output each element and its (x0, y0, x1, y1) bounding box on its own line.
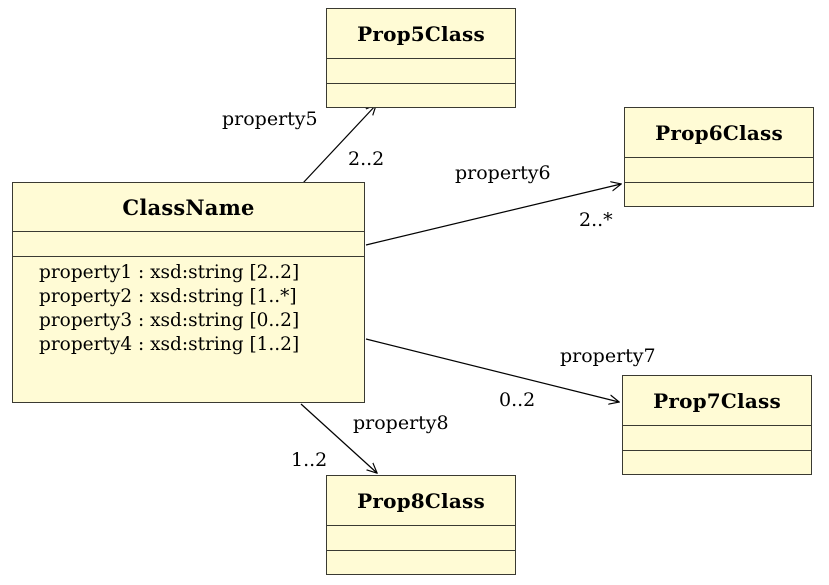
attribute-row: property4 : xsd:string [1..2] (39, 334, 300, 356)
uml-class-Prop8Class[interactable]: Prop8Class (326, 475, 516, 575)
attribute-row: property2 : xsd:string [1..*] (39, 286, 297, 308)
association-multiplicity-label-property8: 1..2 (291, 449, 328, 471)
uml-class-ClassName[interactable]: ClassName property1 : xsd:string [2..2] … (12, 182, 365, 403)
association-role-label-property8: property8 (353, 412, 449, 434)
class-name-Prop6Class: Prop6Class (625, 108, 813, 158)
class-name-Prop5Class: Prop5Class (327, 9, 515, 59)
attribute-list: property1 : xsd:string [2..2] property2 … (13, 257, 364, 357)
uml-class-Prop5Class[interactable]: Prop5Class (326, 8, 516, 108)
association-role-label-property7: property7 (560, 345, 656, 367)
association-role-label-property5: property5 (222, 108, 318, 130)
class-attributes-compartment-ClassName: property1 : xsd:string [2..2] property2 … (13, 257, 364, 402)
class-attributes-compartment-Prop8Class (327, 526, 515, 551)
class-attributes-compartment-Prop6Class (625, 158, 813, 183)
class-empty-compartment-ClassName (13, 232, 364, 257)
class-operations-compartment-Prop8Class (327, 551, 515, 574)
class-operations-compartment-Prop5Class (327, 84, 515, 107)
class-name-ClassName: ClassName (13, 183, 364, 232)
association-multiplicity-label-property5: 2..2 (348, 148, 385, 170)
uml-class-Prop7Class[interactable]: Prop7Class (622, 375, 812, 475)
association-multiplicity-label-property7: 0..2 (499, 389, 536, 411)
association-multiplicity-label-property6: 2..* (579, 209, 613, 231)
class-attributes-compartment-Prop5Class (327, 59, 515, 84)
class-attributes-compartment-Prop7Class (623, 426, 811, 451)
class-name-Prop8Class: Prop8Class (327, 476, 515, 526)
association-role-label-property6: property6 (455, 162, 551, 184)
class-name-Prop7Class: Prop7Class (623, 376, 811, 426)
uml-class-Prop6Class[interactable]: Prop6Class (624, 107, 814, 207)
attribute-row: property1 : xsd:string [2..2] (39, 262, 300, 283)
attribute-row: property3 : xsd:string [0..2] (39, 310, 300, 332)
class-operations-compartment-Prop7Class (623, 451, 811, 474)
class-operations-compartment-Prop6Class (625, 183, 813, 206)
